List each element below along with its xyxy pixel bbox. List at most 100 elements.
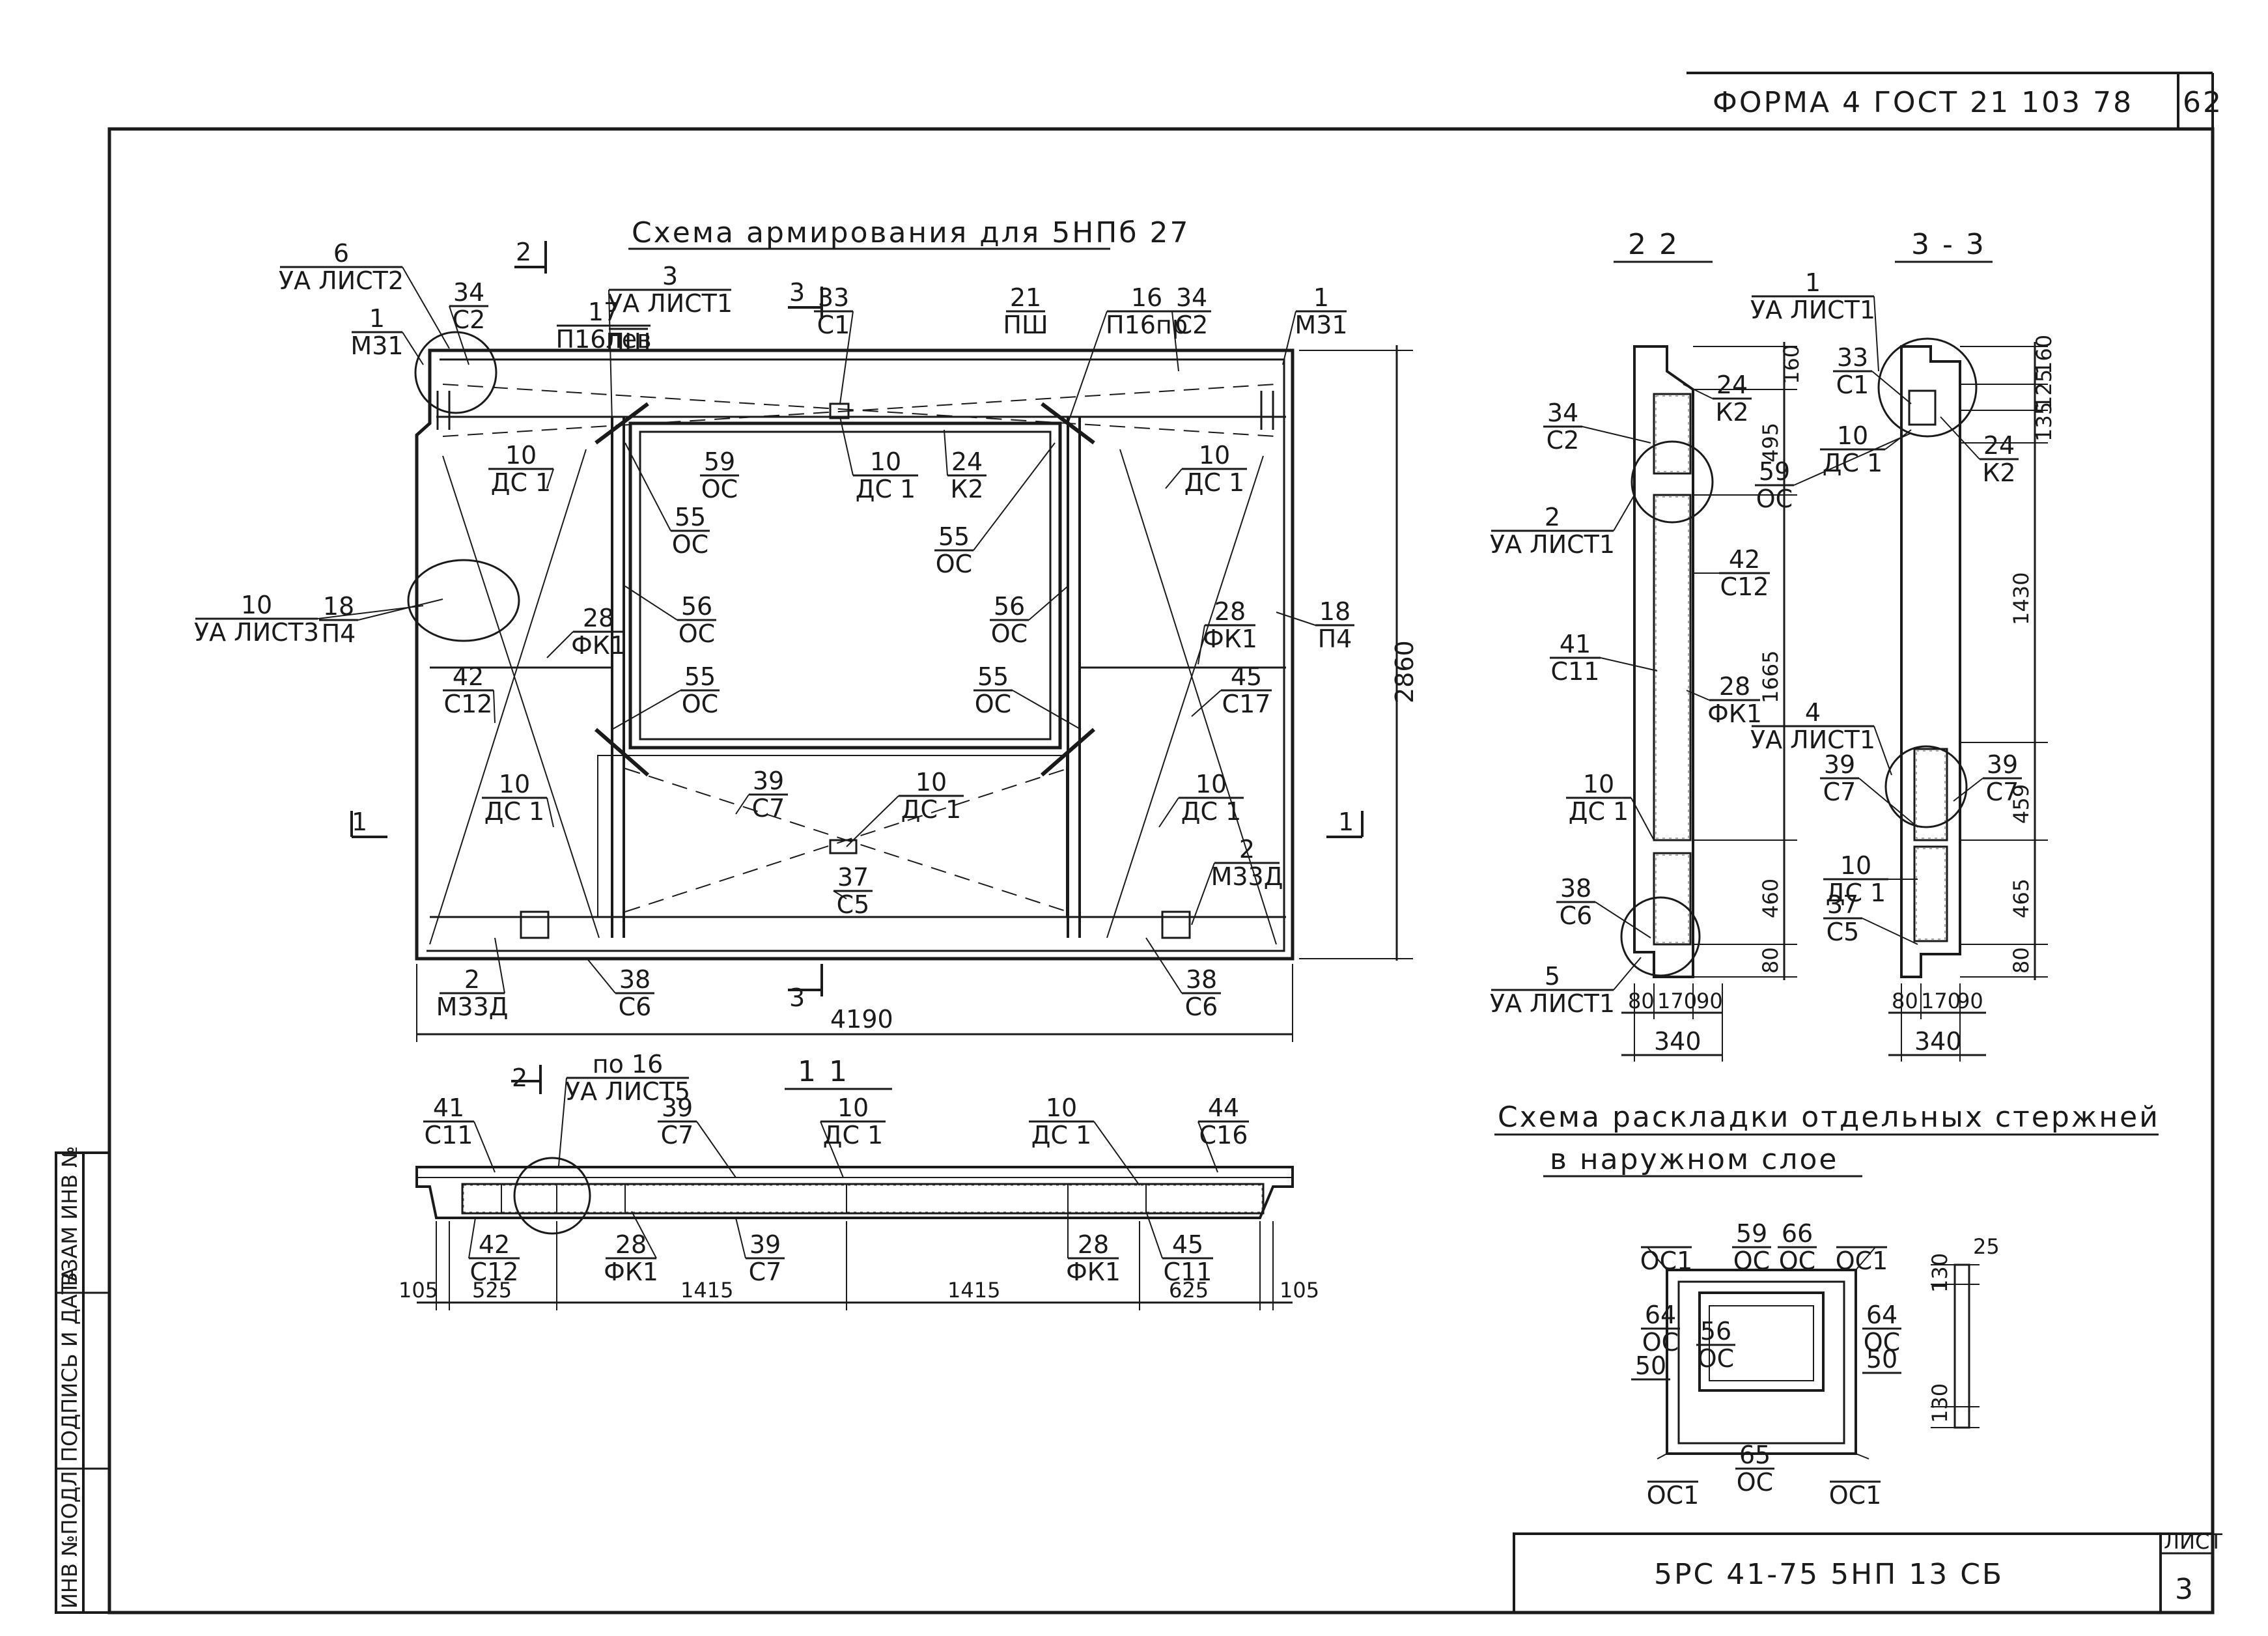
callout-mark: ФК1 <box>571 631 626 660</box>
callout-number: 18 <box>1319 597 1351 626</box>
callout-number: 65 <box>1739 1441 1771 1469</box>
dim-33-160: 160 <box>2032 335 2056 374</box>
leader-line <box>1171 311 1179 372</box>
callout-number: 28 <box>583 604 614 632</box>
callout-number: 50 <box>1635 1351 1666 1380</box>
leader-line <box>1582 426 1651 444</box>
dim-22-80b: 80 <box>1628 989 1655 1013</box>
callout: 1УА ЛИСТ1 <box>1750 268 1879 372</box>
callout-mark: С5 <box>837 890 870 919</box>
side-stamp: ИНВ №ПОДЛ ПОДПИСЬ И ДАТА ВЗАМ ИНВ № <box>55 1146 111 1614</box>
callout-number: 55 <box>684 662 716 691</box>
callout-mark: М33Д <box>436 993 509 1021</box>
leader-line <box>944 429 948 476</box>
callout-mark: ДС 1 <box>1569 797 1629 826</box>
callout-number: 18 <box>323 592 354 621</box>
callout-number: 10 <box>1196 770 1227 798</box>
callout-number: 5 <box>1545 962 1560 991</box>
callout-mark: С2 <box>1547 426 1580 455</box>
callout-number: 56 <box>994 592 1025 621</box>
callout-mark: ФК1 <box>1066 1258 1121 1286</box>
callout-number: 39 <box>753 767 784 795</box>
dim-plan-height: 2860 <box>1390 640 1419 703</box>
callout-mark: С16 <box>1199 1121 1248 1149</box>
callout-mark: С12 <box>470 1258 519 1286</box>
callout-number: 34 <box>1176 283 1207 312</box>
callout: ОС1 <box>1640 1246 1692 1275</box>
callout-mark: ДС 1 <box>484 797 544 826</box>
leader-line <box>473 1121 496 1173</box>
dim-33-135: 135 <box>2032 402 2056 442</box>
callout-number: 55 <box>675 503 706 531</box>
callout: ОС1 <box>1836 1246 1888 1275</box>
cut-mark-2-section: 2 <box>512 1064 527 1092</box>
callout-number: 55 <box>977 662 1009 691</box>
callout-number: 59 <box>1736 1219 1767 1248</box>
callout-number: 33 <box>1837 343 1868 372</box>
stamp-signature-date: ПОДПИСЬ И ДАТА <box>57 1267 82 1462</box>
callout-mark: ОС <box>1756 485 1793 513</box>
leader-line <box>1276 612 1316 626</box>
dim-22-80: 80 <box>1758 947 1783 974</box>
callout-number: 10 <box>505 441 537 470</box>
leader-line <box>357 599 443 621</box>
callout-mark: С7 <box>1823 778 1856 806</box>
sheet-label: ЛИСТ <box>2164 1529 2222 1554</box>
callout-mark: С6 <box>619 993 652 1021</box>
dim-33-459: 459 <box>2009 784 2034 824</box>
callout-mark: С12 <box>1720 572 1769 601</box>
dim-33-125: 125 <box>2032 369 2056 409</box>
callout-mark: ДС 1 <box>1184 468 1244 497</box>
callout-mark: ДС 1 <box>1823 449 1883 477</box>
callout-mark: УА ЛИСТ3 <box>194 618 319 647</box>
callout-mark: ОС <box>682 690 718 718</box>
callout-mark: ОС1 <box>1647 1481 1700 1510</box>
callout: ОС1 <box>1829 1480 1881 1510</box>
leader-line <box>1158 797 1179 828</box>
dim-33-465: 465 <box>2009 879 2034 918</box>
callout-number: 10 <box>1046 1093 1077 1122</box>
callout-mark: С7 <box>752 794 785 823</box>
callout-number: 10 <box>916 768 947 797</box>
leader-line <box>1862 918 1918 945</box>
callout-number: 38 <box>619 965 651 994</box>
leader-line <box>1191 862 1215 925</box>
cut-mark-3-top: 3 <box>789 278 805 307</box>
callout-mark: ОС <box>1779 1247 1815 1275</box>
leader-line <box>1282 311 1296 365</box>
callout: 6УА ЛИСТ2 <box>279 239 450 349</box>
leader-line <box>558 1077 567 1166</box>
callout: 50 <box>1631 1351 1670 1381</box>
callout-mark: ОС <box>1737 1468 1773 1497</box>
callout-mark: ДС 1 <box>1031 1121 1091 1149</box>
callout-number: 56 <box>1700 1317 1731 1346</box>
callout-number: 38 <box>1186 965 1217 994</box>
cut-mark-1-right: 1 <box>1338 808 1354 836</box>
callout-mark: С7 <box>749 1258 782 1286</box>
callout-mark: П4 <box>1318 625 1352 653</box>
leader-line <box>1884 429 1912 450</box>
